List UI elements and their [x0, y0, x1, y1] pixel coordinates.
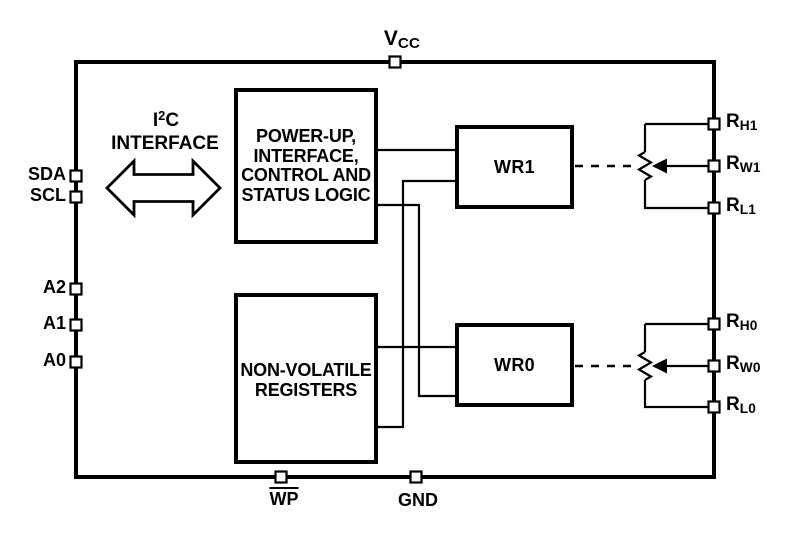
nonvolatile-registers-box	[234, 293, 378, 464]
pin-square-scl	[69, 190, 83, 204]
pin-square-vcc	[388, 55, 402, 69]
control-logic-line: STATUS LOGIC	[241, 184, 371, 205]
pin-squares	[69, 55, 721, 484]
wire-nvr-to-wr1	[376, 179, 457, 429]
nonvolatile-registers-text: NON-VOLATILE REGISTERS	[237, 360, 375, 400]
r-base-text: R	[726, 153, 740, 174]
control-logic-line: CONTROL AND	[241, 165, 371, 185]
control-logic-text: POWER-UP, INTERFACE, CONTROL AND STATUS …	[237, 126, 375, 205]
r-subscript: H0	[739, 318, 758, 333]
r-subscript: L1	[739, 202, 757, 217]
pin-label-vcc: VCC	[383, 27, 421, 53]
pin-label-rl1: RL1	[726, 195, 757, 217]
pin-square-rw1	[707, 159, 721, 173]
resistor-zigzag-icon	[636, 351, 654, 381]
pin-label-rh0: RH0	[726, 311, 758, 333]
vcc-subscript: CC	[397, 35, 421, 53]
pin-square-rl0	[707, 400, 721, 414]
bidirectional-arrow-icon	[105, 157, 222, 219]
wr0-label: WR0	[494, 354, 535, 375]
pin-square-rh0	[707, 317, 721, 331]
pin-label-rw0: RW0	[726, 353, 761, 375]
nvr-line: REGISTERS	[254, 379, 358, 400]
i2c-tail-text: C	[165, 110, 180, 131]
r-base-text: R	[726, 195, 740, 216]
pin-square-gnd	[409, 470, 423, 484]
pin-label-scl: SCL	[30, 185, 66, 205]
pin-label-a1: A1	[42, 313, 66, 333]
wiper-arrow-icon	[652, 158, 667, 174]
pin-square-wp	[274, 470, 288, 484]
vcc-base-text: V	[383, 27, 398, 50]
pin-label-sda: SDA	[27, 164, 66, 184]
pin-square-rw0	[707, 359, 721, 373]
pin-label-a2: A2	[42, 277, 66, 297]
wr1-label: WR1	[494, 156, 535, 177]
control-logic-line: POWER-UP,	[256, 126, 356, 146]
potentiometer-1-symbol	[636, 122, 710, 210]
i2c-interface-label-line1: I2C	[152, 108, 180, 132]
r-base-text: R	[726, 111, 740, 132]
i2c-base-text: I	[152, 110, 159, 131]
pin-square-a1	[69, 318, 83, 332]
pin-square-sda	[69, 169, 83, 183]
r-subscript: H1	[739, 118, 758, 133]
pin-label-rl0: RL0	[726, 394, 757, 416]
r-base-text: R	[726, 394, 740, 415]
pin-label-wp: WP	[269, 487, 299, 510]
pin-label-a0: A0	[42, 350, 66, 370]
i2c-interface-label-line2: INTERFACE	[111, 133, 219, 154]
pin-square-rh1	[707, 117, 721, 131]
pin-square-a0	[69, 355, 83, 369]
wp-overlined-text: WP	[269, 487, 299, 509]
wr0-box	[455, 323, 574, 407]
pin-label-gnd: GND	[398, 490, 438, 510]
wr1-box	[455, 125, 574, 209]
wire-control-to-wr0	[376, 203, 457, 398]
control-logic-box	[234, 88, 378, 244]
potentiometer-0-symbol	[636, 322, 710, 409]
resistor-zigzag-icon	[636, 151, 654, 181]
r-base-text: R	[726, 353, 740, 374]
nvr-line: NON-VOLATILE	[240, 360, 372, 380]
pin-square-a2	[69, 282, 83, 296]
pin-label-rw1: RW1	[726, 153, 761, 175]
wiper-arrow-icon	[652, 358, 667, 374]
i2c-superscript: 2	[158, 108, 166, 124]
pin-label-rh1: RH1	[726, 111, 758, 133]
r-subscript: L0	[739, 401, 757, 416]
r-subscript: W0	[739, 360, 761, 375]
pin-square-rl1	[707, 201, 721, 215]
r-subscript: W1	[739, 160, 761, 175]
r-base-text: R	[726, 311, 740, 332]
control-logic-line: INTERFACE,	[253, 145, 359, 166]
